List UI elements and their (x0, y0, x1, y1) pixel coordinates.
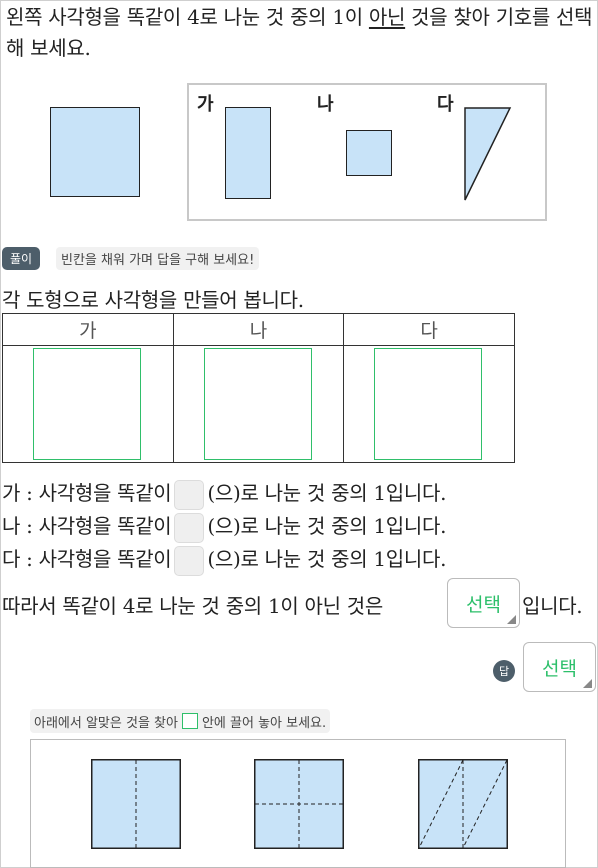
conclusion-suffix: 입니다. (522, 594, 583, 618)
drop-cell-ga (2, 345, 174, 463)
reference-square (50, 107, 140, 197)
question-text: 왼쪽 사각형을 똑같이 4로 나눈 것 중의 1이 아닌 것을 찾아 기호를 선… (6, 2, 594, 64)
dropdown-corner-icon (507, 615, 516, 624)
answer-select[interactable]: 선택 (523, 642, 596, 692)
drag-hint-suffix: 안에 끌어 놓아 보세요. (201, 715, 327, 731)
figure-options-box: 가 나 다 (187, 83, 547, 221)
line-ga-suffix: (으)로 나눈 것 중의 1입니다. (207, 481, 447, 505)
answer-select-label: 선택 (542, 657, 577, 680)
line-na-suffix: (으)로 나눈 것 중의 1입니다. (207, 514, 447, 538)
question-underlined: 아닌 (368, 5, 406, 29)
drag-hint-prefix: 아래에서 알맞은 것을 찾아 (34, 715, 178, 731)
line-na-prefix: 나 : 사각형을 똑같이 (2, 514, 172, 538)
drag-hint: 아래에서 알맞은 것을 찾아 안에 끌어 놓아 보세요. (30, 709, 331, 733)
question-part1: 왼쪽 사각형을 똑같이 4로 나눈 것 중의 1이 (6, 5, 369, 29)
conclusion-select-label: 선택 (466, 593, 501, 616)
table-header-da: 다 (343, 313, 515, 346)
label-na: 나 (317, 94, 334, 115)
table-header-ga: 가 (2, 313, 174, 346)
solution-badge: 풀이 (2, 247, 40, 270)
choice-diagonal-split[interactable] (418, 759, 508, 849)
label-da: 다 (437, 94, 454, 115)
drop-cell-da (343, 345, 515, 463)
question-part2: 것을 찾아 기호를 선택해 보세요. (6, 5, 593, 60)
choice-quarters[interactable] (254, 759, 344, 849)
drop-zone-na[interactable] (203, 348, 312, 460)
draggable-choices-panel (30, 739, 566, 868)
dropdown-corner-icon (583, 679, 592, 688)
solution-line-da: 다 : 사각형을 똑같이 (으)로 나눈 것 중의 1입니다. (2, 543, 446, 576)
solution-intro: 각 도형으로 사각형을 만들어 봅니다. (2, 288, 304, 312)
figure-ga-rectangle (225, 107, 271, 199)
line-ga-prefix: 가 : 사각형을 똑같이 (2, 481, 172, 505)
solution-hint: 빈칸을 채워 가며 답을 구해 보세요! (56, 247, 260, 270)
drop-zone-da[interactable] (374, 348, 483, 460)
drop-cell-na (172, 345, 345, 463)
drop-box-icon (181, 713, 198, 729)
blank-input-ga[interactable] (174, 479, 205, 510)
table-header-na: 나 (172, 313, 345, 346)
figure-da-triangle (464, 107, 512, 201)
conclusion-select[interactable]: 선택 (447, 578, 520, 628)
blank-input-da[interactable] (174, 545, 205, 576)
solution-line-na: 나 : 사각형을 똑같이 (으)로 나눈 것 중의 1입니다. (2, 510, 446, 543)
line-da-prefix: 다 : 사각형을 똑같이 (2, 547, 172, 571)
choice-vertical-halves[interactable] (91, 759, 181, 849)
blank-input-na[interactable] (174, 512, 205, 543)
solution-table: 가 나 다 (2, 313, 515, 463)
answer-badge: 답 (493, 660, 515, 682)
label-ga: 가 (197, 94, 214, 115)
figure-na-square (346, 130, 392, 176)
line-da-suffix: (으)로 나눈 것 중의 1입니다. (207, 547, 447, 571)
drop-zone-ga[interactable] (33, 348, 141, 460)
conclusion-prefix: 따라서 똑같이 4로 나눈 것 중의 1이 아닌 것은 (2, 594, 384, 618)
solution-line-ga: 가 : 사각형을 똑같이 (으)로 나눈 것 중의 1입니다. (2, 477, 446, 510)
